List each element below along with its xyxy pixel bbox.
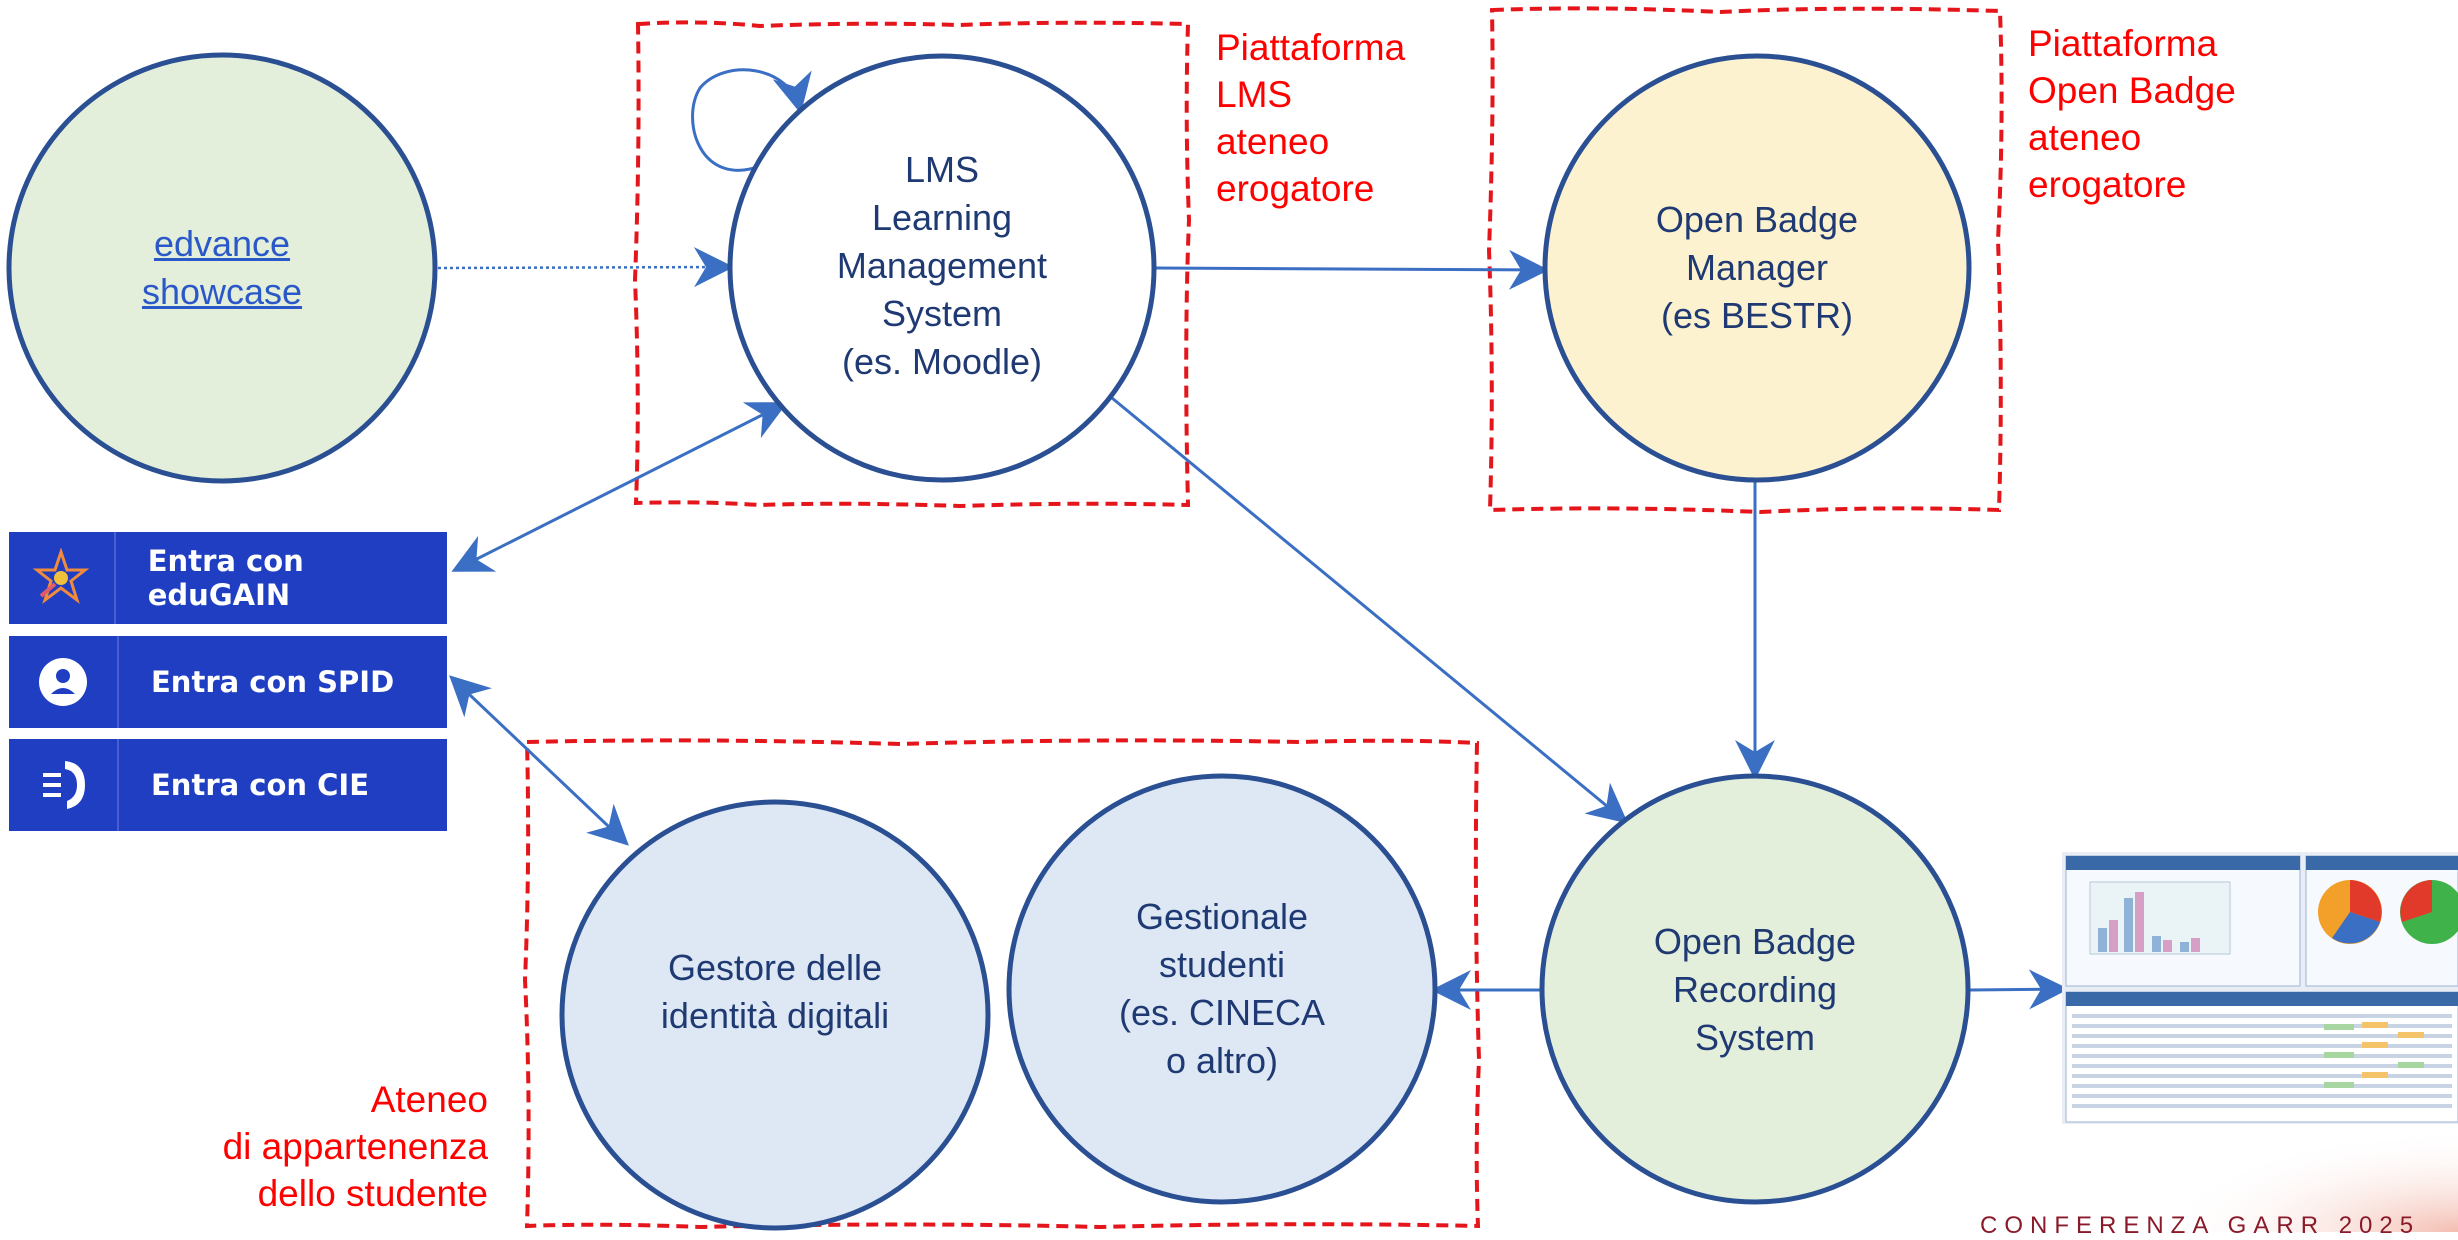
spid-login-label: Entra con SPID [151,665,395,699]
node-badge-recording-circle [1539,773,1971,1205]
edugain-lms-arrow [451,402,788,572]
edugain-login-label: Entra con eduGAIN [147,544,304,612]
node-lms-circle [727,53,1157,483]
region-home-university [522,738,1482,1230]
recording-to-dashboard-arrow [1969,969,2069,1010]
edvance-to-lms-arrow [437,247,734,288]
cie-icon [9,739,119,831]
home-university-label: Ateneo di appartenenza dello studente [222,1079,488,1214]
identity-label: Gestore delle identità digitali [660,947,890,1036]
node-gestionale-circle [1006,773,1438,1205]
badge-manager-label: Open Badge Manager (es BESTR) [1655,199,1859,336]
badge-recording-label: Open Badge Recording System [1653,921,1857,1058]
badge-platform-label: Piattaforma Open Badge ateneo erogatore [2028,23,2236,205]
dashboard-screenshot-thumbnail [2062,852,2458,1124]
edugain-icon [9,532,116,624]
node-edvance-circle [6,52,438,484]
lms-platform-label: Piattaforma LMS ateneo erogatore [1216,27,1406,209]
node-identity-circle [559,799,991,1231]
spid-icon [9,636,119,728]
cie-login-label: Entra con CIE [151,768,370,802]
region-badge-platform [1486,6,2004,515]
spid-identity-arrow [449,675,629,846]
cie-login-button[interactable]: Entra con CIE [9,739,447,831]
footer-conference-title: CONFERENZA GARR 2025 [1980,1212,2421,1239]
footer-gradient-decoration [2160,1130,2458,1232]
spid-login-button[interactable]: Entra con SPID [9,636,447,728]
edugain-login-button[interactable]: Entra con eduGAIN [9,532,447,624]
lms-label: LMS Learning Management System (es. Mood… [836,149,1048,382]
gestionale-label: Gestionale studenti (es. CINECA o altro) [1118,896,1326,1081]
edvance-showcase-link[interactable]: edvance showcase [141,223,303,312]
lms-self-loop-arrow [691,68,812,172]
lms-to-recording-arrow [1111,396,1629,824]
lms-to-badge-manager-arrow [1154,249,1549,290]
node-badge-manager-circle [1542,53,1972,483]
